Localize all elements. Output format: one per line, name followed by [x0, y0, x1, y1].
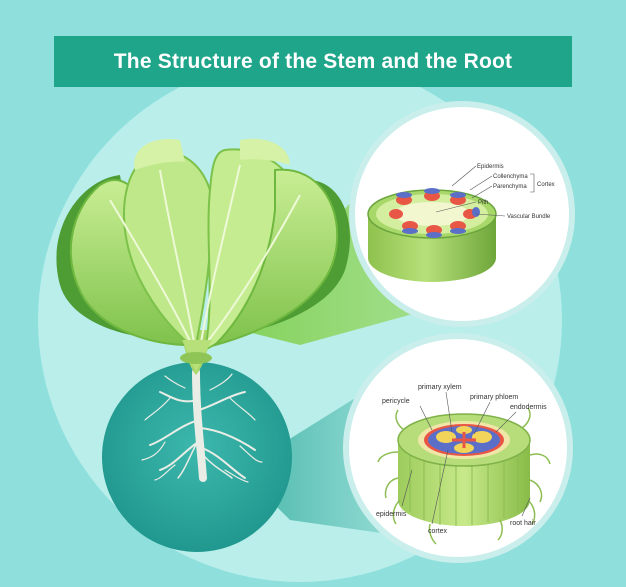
root-label-primary-xylem: primary xylem	[418, 384, 462, 391]
root-hairs	[377, 407, 551, 545]
stem-label-cortex: Cortex	[537, 182, 555, 188]
root-cylinder	[397, 413, 531, 526]
stem-label-parenchyma: Parenchyma	[493, 184, 527, 190]
root-label-root-hair: root hair	[510, 520, 536, 527]
root-label-epidermis: epidermis	[376, 511, 407, 518]
root-label-cortex: cortex	[428, 528, 448, 535]
stem-label-collenchyma: Collenchyma	[493, 174, 528, 180]
stem-label-epidermis: Epidermis	[477, 164, 504, 170]
root-system	[141, 368, 263, 483]
root-label-endodermis: endodermis	[510, 404, 547, 411]
root-zoom-circle	[102, 362, 292, 552]
stem-label-pith: Pith	[478, 200, 488, 206]
root-label-pericycle: pericycle	[382, 398, 410, 405]
stem-label-vascular-bundle: Vascular Bundle	[507, 214, 551, 220]
root-label-primary-phloem: primary phloem	[470, 394, 518, 401]
stem-vascular-bundles	[389, 188, 480, 238]
lettuce-plant-illustration	[56, 138, 350, 375]
root-leader-lines	[401, 391, 531, 525]
stem-leader-lines	[435, 165, 535, 217]
page-title: The Structure of the Stem and the Root	[113, 49, 513, 73]
title-bar: The Structure of the Stem and the Root	[54, 36, 572, 87]
